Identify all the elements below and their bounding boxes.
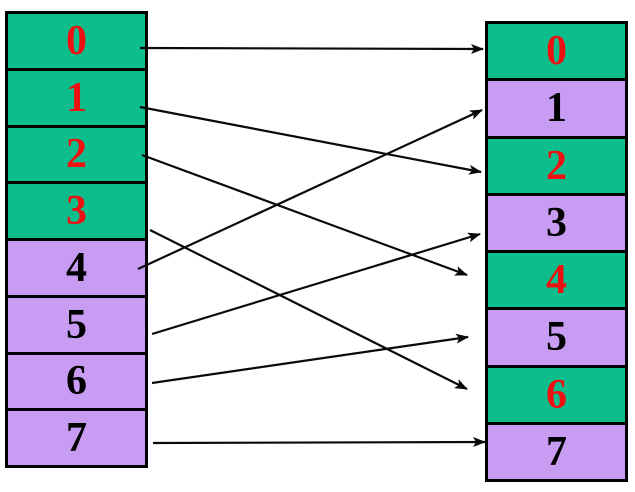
arrow-5-to-3 [151, 232, 481, 336]
right-cell-1: 1 [488, 81, 625, 139]
arrow-7-to-7 [152, 437, 486, 448]
right-cell-6: 6 [488, 367, 625, 425]
left-cell-7: 7 [8, 411, 145, 465]
right-cell-label: 6 [546, 371, 567, 418]
right-cell-label: 1 [546, 85, 567, 132]
right-cell-label: 3 [546, 199, 567, 246]
left-cell-label: 5 [66, 301, 87, 348]
right-cell-label: 0 [546, 28, 567, 75]
left-cell-3: 3 [8, 184, 145, 241]
right-column: 0 1 2 3 4 5 6 7 [485, 21, 628, 482]
arrow-6-to-5 [151, 333, 469, 385]
right-cell-5: 5 [488, 310, 625, 368]
left-cell-5: 5 [8, 297, 145, 355]
right-cell-label: 2 [546, 142, 567, 189]
left-cell-label: 7 [66, 415, 87, 462]
arrow-2-to-4 [141, 153, 468, 277]
right-cell-4: 4 [488, 253, 625, 311]
right-cell-3: 3 [488, 195, 625, 253]
right-cell-7: 7 [488, 424, 625, 479]
left-cell-label: 3 [66, 188, 87, 235]
arrow-0-to-0 [139, 43, 484, 54]
right-cell-label: 7 [546, 428, 567, 475]
left-column: 0 1 2 3 4 5 6 7 [5, 11, 148, 468]
left-cell-0: 0 [8, 14, 145, 71]
left-cell-label: 1 [66, 74, 87, 121]
left-cell-6: 6 [8, 354, 145, 412]
right-cell-label: 5 [546, 314, 567, 361]
right-cell-0: 0 [488, 24, 625, 82]
right-cell-label: 4 [546, 257, 567, 304]
left-cell-label: 0 [66, 17, 87, 64]
arrow-4-to-1 [137, 109, 483, 270]
left-cell-label: 6 [66, 358, 87, 405]
left-cell-1: 1 [8, 70, 145, 128]
left-cell-2: 2 [8, 127, 145, 185]
arrow-3-to-6 [149, 229, 468, 390]
arrow-1-to-2 [139, 105, 482, 175]
left-cell-label: 2 [66, 131, 87, 178]
left-cell-label: 4 [66, 244, 87, 291]
left-cell-4: 4 [8, 241, 145, 298]
right-cell-2: 2 [488, 138, 625, 196]
